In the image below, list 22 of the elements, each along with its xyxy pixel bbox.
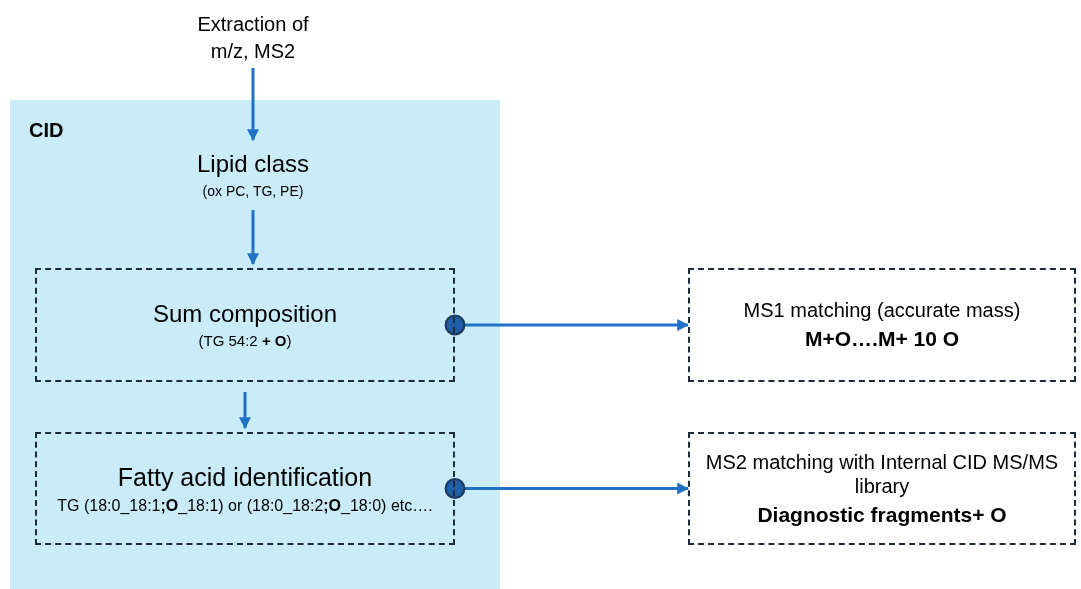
arrow [247,68,259,142]
panel-title: CID [29,118,64,142]
process-box [35,432,455,545]
matching-result: Diagnostic fragments+ O [757,501,1007,528]
step-example: (TG 54:2 + O) [198,332,292,351]
matching-result: M+O….M+ 10 O [804,326,959,352]
step-example: TG (18:0_18:1;O_18:1) or (18:0_18:2;O_18:0) etc…. [57,495,433,516]
process-box [688,432,1076,545]
step-example: (ox PC, TG, PE) [202,183,304,200]
arrow [444,478,690,499]
arrow [247,210,259,266]
step-title: Lipid class [196,150,310,179]
input-label: Extraction of m/z, MS2 [183,10,323,66]
arrow [444,314,690,336]
step-title: Sum composition [152,299,338,329]
process-box [35,268,455,382]
matching-description: MS2 matching with Internal CID MS/MS library [704,449,1060,498]
process-box [688,268,1076,382]
arrow [239,392,251,430]
step-title: Fatty acid identification [117,461,373,492]
cid-panel [10,100,500,589]
matching-description: MS1 matching (accurate mass) [743,298,1021,323]
